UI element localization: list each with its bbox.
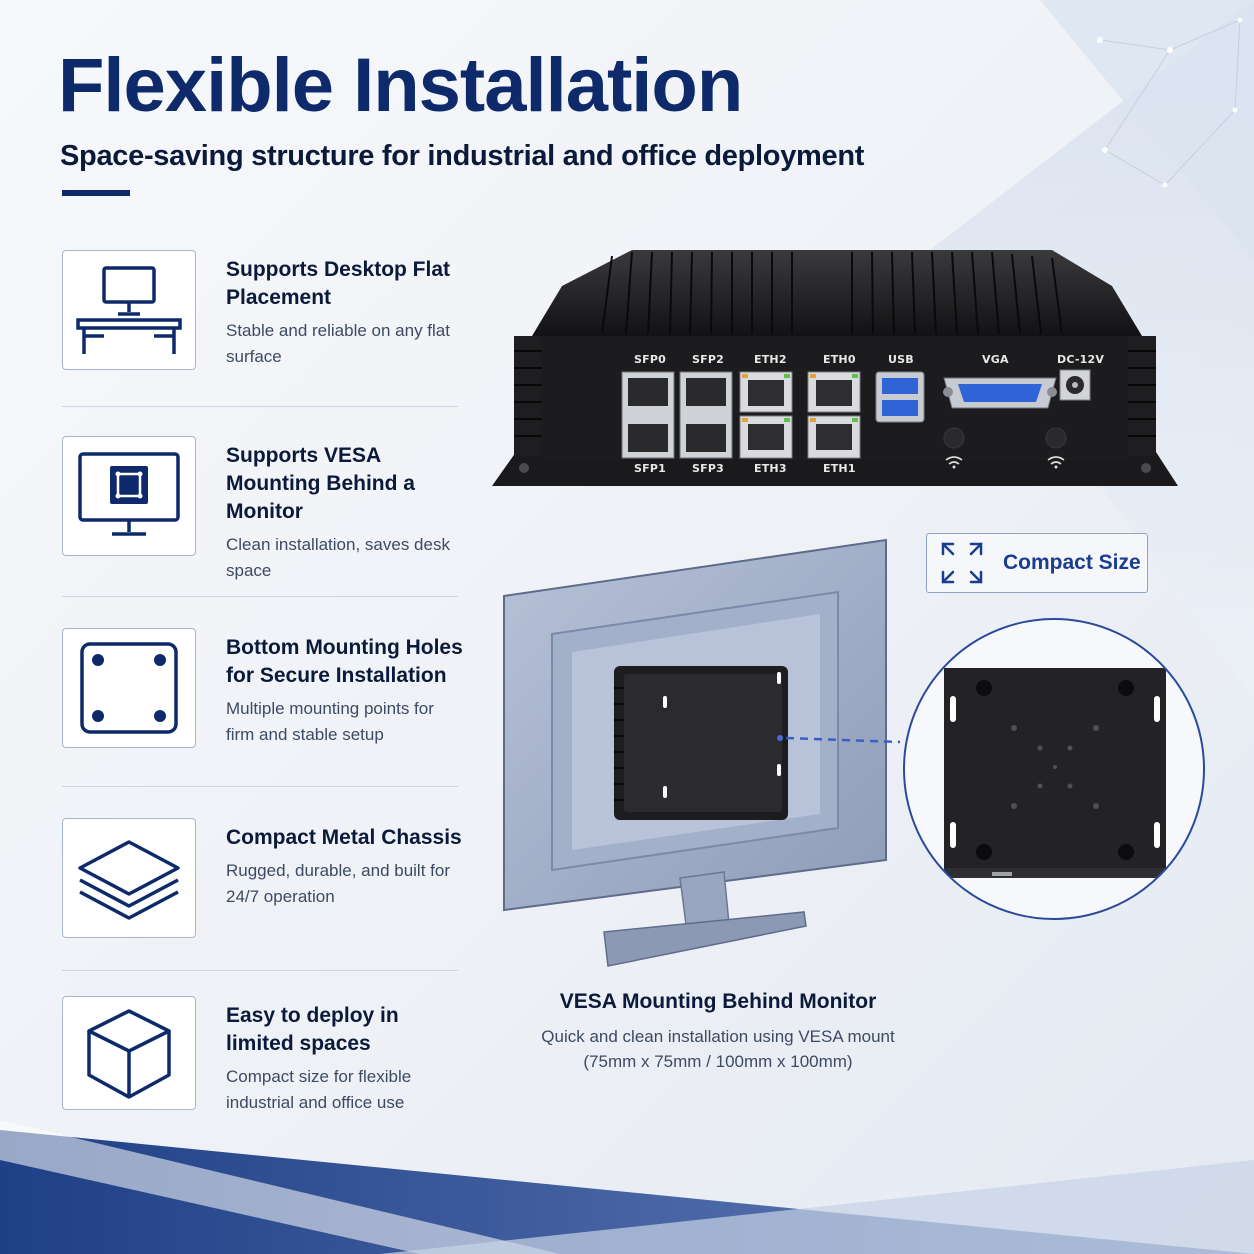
- feature-title: Supports VESA Mounting Behind a Monitor: [226, 444, 415, 523]
- port-label-usb: USB: [888, 353, 914, 366]
- monitor-illustration: [503, 538, 900, 967]
- feature-description: Compact size for flexible industrial and…: [226, 1067, 412, 1112]
- antenna-mounts: [943, 427, 1067, 449]
- feature-title: Bottom Mounting Holes for Secure Install…: [226, 636, 463, 687]
- ethernet-ports: [739, 371, 861, 459]
- port-label-sfp1: SFP1: [634, 462, 666, 475]
- feature-title: Compact Metal Chassis: [226, 826, 462, 849]
- port-label-vga: VGA: [982, 353, 1009, 366]
- feature-icon-box: [62, 996, 196, 1110]
- network-nodes: [1097, 17, 1243, 188]
- page-title: Flexible Installation: [58, 43, 743, 128]
- feature-description: Multiple mounting points for firm and st…: [226, 699, 434, 744]
- wifi-icon: [945, 456, 1065, 465]
- feature-divider: [62, 786, 458, 787]
- mounting-holes-icon: [80, 642, 178, 734]
- feature-icon-box: [62, 436, 196, 556]
- port-label-dc-12v: DC-12V: [1057, 353, 1105, 366]
- compact-size-label: Compact Size: [1003, 551, 1141, 574]
- feature-divider: [62, 596, 458, 597]
- feature-description: Stable and reliable on any flat surface: [226, 321, 450, 366]
- layers-icon: [78, 840, 180, 920]
- port-label-sfp2: SFP2: [692, 353, 724, 366]
- port-label-sfp0: SFP0: [634, 353, 666, 366]
- mounted-mini-pc: [614, 666, 788, 820]
- vesa-monitor-icon: [78, 452, 180, 536]
- feature-description: Clean installation, saves desk space: [226, 535, 450, 580]
- port-label-eth2: ETH2: [754, 353, 787, 366]
- expand-arrows-icon: [941, 542, 983, 584]
- port-label-eth1: ETH1: [823, 462, 856, 475]
- page-subtitle: Space-saving structure for industrial an…: [60, 140, 865, 172]
- port-label-sfp3: SFP3: [692, 462, 724, 475]
- feature-divider: [62, 970, 458, 971]
- feature-title: Easy to deploy in limited spaces: [226, 1004, 399, 1055]
- desk-monitor-icon: [76, 266, 182, 354]
- product-front-view: SFP0 SFP2 ETH2 ETH0 USB VGA DC-12V SFP1 …: [492, 246, 1182, 496]
- vesa-caption-title: VESA Mounting Behind Monitor: [559, 990, 877, 1013]
- vesa-caption-line2: (75mm x 75mm / 100mm x 100mm): [583, 1052, 853, 1071]
- compact-size-badge: Compact Size: [926, 533, 1148, 593]
- port-label-eth3: ETH3: [754, 462, 787, 475]
- feature-icon-box: [62, 250, 196, 370]
- cube-icon: [87, 1009, 171, 1099]
- heatsink-fins: [601, 251, 1063, 335]
- dc-power-jack: [1059, 369, 1091, 401]
- port-label-eth0: ETH0: [823, 353, 856, 366]
- feature-icon-box: [62, 818, 196, 938]
- feature-description: Rugged, durable, and built for 24/7 oper…: [226, 861, 450, 906]
- sfp-ports: [621, 371, 733, 459]
- feature-icon-box: [62, 628, 196, 748]
- vga-port: [943, 377, 1057, 409]
- usb-ports: [875, 371, 925, 423]
- mini-pc-chassis: [492, 250, 1178, 486]
- title-underline: [62, 190, 130, 196]
- vesa-caption-line1: Quick and clean installation using VESA …: [541, 1027, 895, 1046]
- feature-title: Supports Desktop Flat Placement: [226, 258, 451, 309]
- bottom-view-zoom: [903, 618, 1205, 920]
- network-lines: [1099, 19, 1241, 186]
- feature-divider: [62, 406, 458, 407]
- vesa-caption-description: Quick and clean installation using VESA …: [504, 1024, 932, 1074]
